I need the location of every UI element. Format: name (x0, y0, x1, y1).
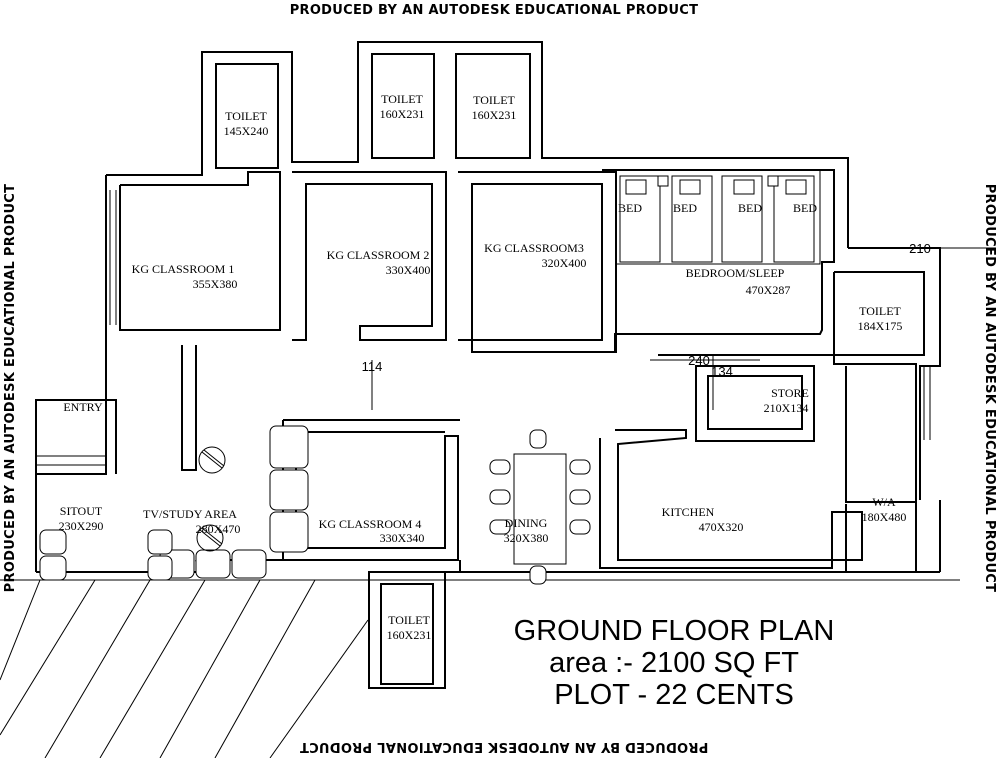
dimension-134: 134 (711, 364, 733, 379)
toilet-2-name: TOILET (381, 92, 423, 106)
classroom-2-name: KG CLASSROOM 2 (327, 248, 430, 262)
toilet-5-size: 160X231 (387, 628, 432, 642)
store-size: 210X134 (764, 401, 809, 415)
wa-name: W/A (872, 495, 896, 509)
dimension-240: 240 (688, 353, 710, 368)
toilet-5-name: TOILET (388, 613, 430, 627)
plan-title-line-1: GROUND FLOOR PLAN (514, 615, 835, 647)
tv-decor (196, 446, 226, 552)
watermark-right: PRODUCED BY AN AUTODESK EDUCATIONAL PROD… (982, 184, 997, 593)
toilet-3-size: 160X231 (472, 108, 517, 122)
sitout-size: 230X290 (59, 519, 104, 533)
classroom-3-name: KG CLASSROOM3 (484, 241, 584, 255)
bedroom-size: 470X287 (746, 283, 791, 297)
toilet-4-name: TOILET (859, 304, 901, 318)
toilet-2-size: 160X231 (380, 107, 425, 121)
walls (35, 41, 941, 689)
bed-label-4: BED (793, 201, 817, 215)
bed-label-1: BED (618, 201, 642, 215)
toilet-3-name: TOILET (473, 93, 515, 107)
toilet-4-size: 184X175 (858, 319, 903, 333)
kitchen-name: KITCHEN (662, 505, 715, 519)
ground-hatching (0, 579, 960, 758)
dining-table (489, 429, 591, 585)
dining-name: DINING (505, 516, 548, 530)
classroom-4-size: 330X340 (380, 531, 425, 545)
beds (619, 175, 815, 263)
plan-title-line-3: PLOT - 22 CENTS (554, 679, 794, 711)
tv-study-name: TV/STUDY AREA (143, 507, 237, 521)
kitchen-size: 470X320 (699, 520, 744, 534)
dimension-210: 210 (909, 241, 931, 256)
classroom-4-name: KG CLASSROOM 4 (319, 517, 422, 531)
entry-name: ENTRY (63, 400, 103, 414)
plan-title-line-2: area :- 2100 SQ FT (549, 647, 799, 679)
classroom-2-size: 330X400 (386, 263, 431, 277)
bed-label-3: BED (738, 201, 762, 215)
classroom-3-size: 320X400 (542, 256, 587, 270)
classroom-1-name: KG CLASSROOM 1 (132, 262, 235, 276)
dining-size: 320X380 (504, 531, 549, 545)
sitout-name: SITOUT (60, 504, 103, 518)
toilet-1-name: TOILET (225, 109, 267, 123)
watermark-bottom: PRODUCED BY AN AUTODESK EDUCATIONAL PROD… (300, 739, 709, 754)
sofas (159, 425, 309, 579)
watermark-top: PRODUCED BY AN AUTODESK EDUCATIONAL PROD… (290, 3, 699, 18)
bedroom-name: BEDROOM/SLEEP (686, 266, 785, 280)
store-name: STORE (771, 386, 809, 400)
wa-size: 180X480 (862, 510, 907, 524)
dimension-lines (371, 247, 996, 410)
watermark-left: PRODUCED BY AN AUTODESK EDUCATIONAL PROD… (3, 184, 18, 593)
classroom-1-size: 355X380 (193, 277, 238, 291)
tv-study-size: 280X470 (196, 522, 241, 536)
toilet-1-size: 145X240 (224, 124, 269, 138)
dimension-114: 114 (362, 359, 383, 374)
bed-label-2: BED (673, 201, 697, 215)
sitout-chairs (39, 529, 173, 581)
